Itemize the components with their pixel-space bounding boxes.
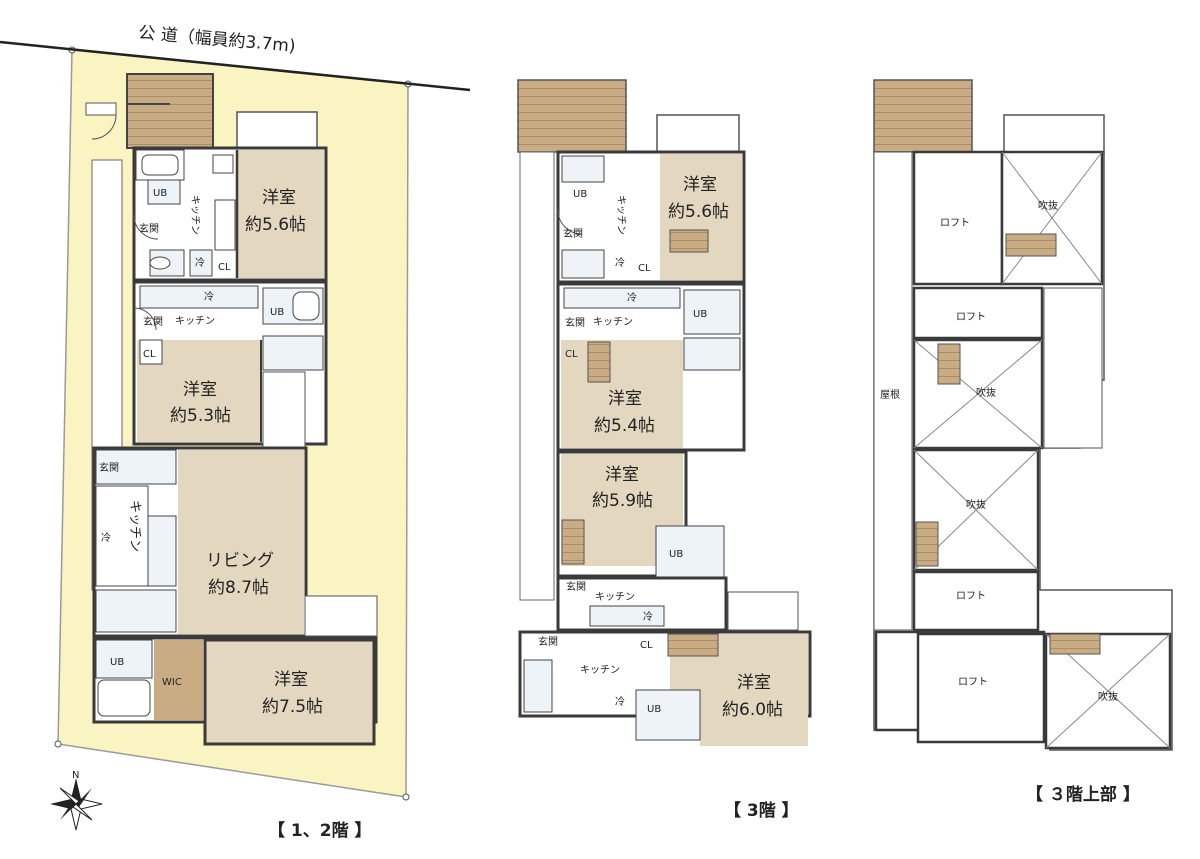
unit-a-room-size: 約5.6帖 <box>245 215 306 235</box>
unit-b-cl: CL <box>143 349 156 360</box>
void-3: 吹抜 <box>966 498 986 511</box>
f3-unit-b-ub: UB <box>693 309 707 320</box>
f3-unit-a-cl: CL <box>638 263 651 274</box>
f3-unit-e-ub: UB <box>647 704 661 715</box>
unit-b-fridge: 冷 <box>204 290 214 303</box>
unit-c-fridge: 冷 <box>101 531 111 544</box>
unit-d-room-size: 約7.5帖 <box>262 697 323 717</box>
compass-icon <box>50 778 103 831</box>
living-room <box>178 450 304 634</box>
f3-unit-a-fridge: 冷 <box>615 256 625 269</box>
unit-c-entry: 玄関 <box>99 461 119 474</box>
f3-unit-c-ub: UB <box>669 549 683 560</box>
caption-floor3upper: 【 ３階上部 】 <box>1026 784 1140 805</box>
f3-unit-e-kitchen: キッチン <box>580 664 620 676</box>
f3-unit-a-kitchen: キッチン <box>615 195 627 235</box>
unit-a-room-name: 洋室 <box>262 188 296 208</box>
void-4: 吹抜 <box>1098 690 1118 703</box>
f3-room-d-size: 約6.0帖 <box>722 700 783 720</box>
floor3-plan: 洋室 約5.6帖 UB キッチン 玄関 冷 CL キッチン UB 玄関 冷 CL… <box>517 79 812 821</box>
stair <box>126 73 214 149</box>
unit-a-ub: UB <box>153 188 167 199</box>
road-label: 公 道（幅員約3.7m) <box>138 23 297 57</box>
f3-unit-d-fridge: 冷 <box>643 610 653 623</box>
f3-unit-a-entry: 玄関 <box>563 227 583 240</box>
f3-room-d <box>670 634 808 746</box>
f3-room-a-size: 約5.6帖 <box>668 202 729 222</box>
f3-unit-a-ub: UB <box>573 189 587 200</box>
loft-2: ロフト <box>956 312 986 323</box>
unit-d-room-name: 洋室 <box>274 670 308 690</box>
f3-room-b-size: 約5.4帖 <box>594 416 655 436</box>
unit-b-ub: UB <box>270 307 284 318</box>
caption-floor12: 【 1、2階 】 <box>268 820 372 841</box>
f3-room-a <box>660 154 742 280</box>
f3-unit-e-cl: CL <box>640 640 653 651</box>
living-size: 約8.7帖 <box>208 578 269 598</box>
unit-a-cl: CL <box>218 262 231 273</box>
f3-unit-e-entry: 玄関 <box>538 635 558 648</box>
f3-room-c-name: 洋室 <box>605 465 639 485</box>
f3-room-d-name: 洋室 <box>737 673 771 693</box>
f3-unit-b-fridge: 冷 <box>627 291 637 304</box>
unit-d-ub: UB <box>110 657 124 668</box>
floor12-plan: 公 道（幅員約3.7m) 洋室 約5.6帖 UB キッチン 玄関 冷 CL <box>0 23 471 841</box>
unit-b-room-size: 約5.3帖 <box>170 406 231 426</box>
f3-room-b <box>561 340 683 448</box>
loft-4: ロフト <box>958 677 988 688</box>
unit-b-room-name: 洋室 <box>183 380 217 400</box>
f3-unit-e-fridge: 冷 <box>615 695 625 708</box>
roof-label: 屋根 <box>880 388 900 401</box>
void-2: 吹抜 <box>976 386 996 399</box>
unit-a-fridge: 冷 <box>195 256 205 269</box>
f3-room-b-name: 洋室 <box>608 389 642 409</box>
unit-d-wic: WIC <box>162 677 182 688</box>
room-a <box>237 150 324 278</box>
compass-label: N <box>72 770 79 781</box>
unit-b-kitchen: キッチン <box>175 315 215 327</box>
f3-room-c-size: 約5.9帖 <box>592 491 653 511</box>
unit-a-entry: 玄関 <box>139 222 159 235</box>
f3-room-a-name: 洋室 <box>683 175 717 195</box>
room-c <box>203 638 376 746</box>
f3-unit-b-entry: 玄関 <box>565 316 585 329</box>
unit-a-kitchen: キッチン <box>189 195 201 235</box>
unit-b-entry: 玄関 <box>143 315 163 328</box>
road-line <box>0 40 471 92</box>
unit-c-kitchen: キッチン <box>127 500 142 552</box>
floor3upper-plan: 屋根 ロフト 吹抜 ロフト 吹抜 吹抜 ロフト ロフト <box>873 79 1173 805</box>
f3-unit-d-entry: 玄関 <box>566 580 586 593</box>
void-1: 吹抜 <box>1038 199 1058 212</box>
loft-1: ロフト <box>940 218 970 229</box>
f3-unit-d-kitchen: キッチン <box>595 591 635 603</box>
living-name: リビング <box>206 551 274 571</box>
loft-3: ロフト <box>956 591 986 602</box>
f3-unit-b-cl: CL <box>565 349 578 360</box>
caption-floor3: 【 3階 】 <box>724 800 799 821</box>
f3-unit-b-kitchen: キッチン <box>593 316 633 328</box>
